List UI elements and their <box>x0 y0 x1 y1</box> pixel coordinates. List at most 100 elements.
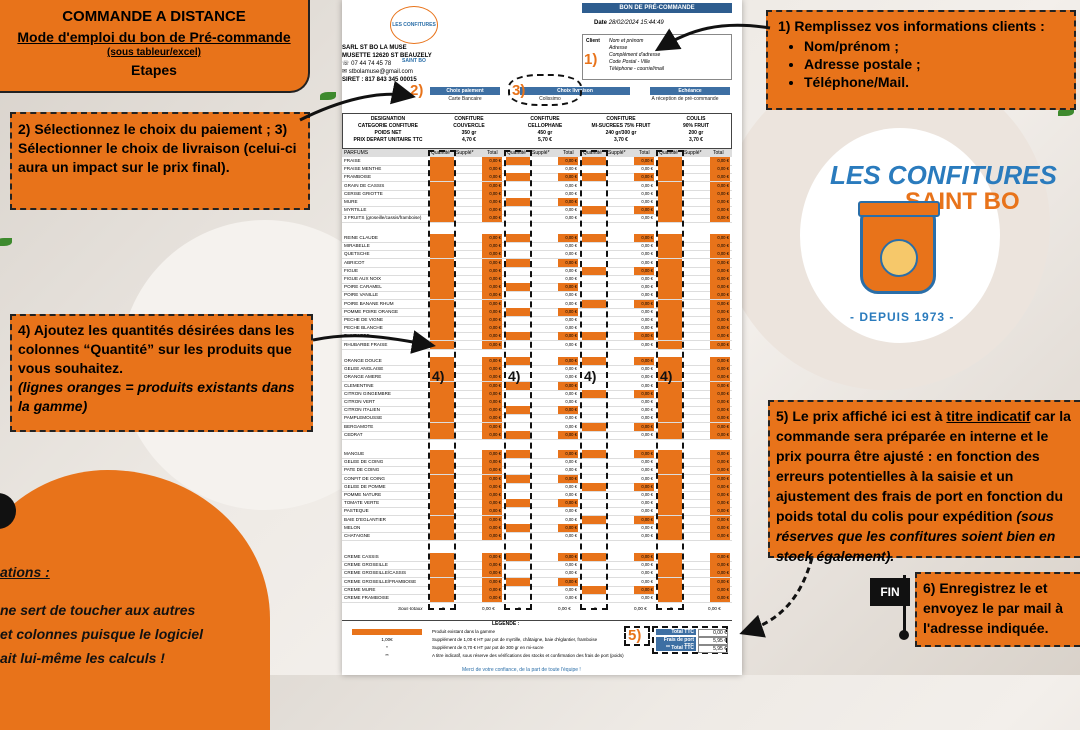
quantity-cell[interactable] <box>506 577 530 586</box>
quantity-cell[interactable] <box>658 569 682 578</box>
quantity-cell[interactable] <box>582 206 606 215</box>
quantity-cell[interactable] <box>430 482 454 491</box>
quantity-cell[interactable] <box>658 577 682 586</box>
quantity-cell[interactable] <box>582 450 606 458</box>
quantity-cell[interactable] <box>658 365 682 374</box>
quantity-cell[interactable] <box>658 250 682 259</box>
quantity-cell[interactable] <box>506 523 530 532</box>
quantity-cell[interactable] <box>506 406 530 415</box>
quantity-cell[interactable] <box>658 507 682 516</box>
quantity-cell[interactable] <box>430 381 454 390</box>
quantity-cell[interactable] <box>430 507 454 516</box>
quantity-cell[interactable] <box>430 373 454 382</box>
quantity-cell[interactable] <box>430 499 454 508</box>
quantity-cell[interactable] <box>506 474 530 483</box>
quantity-cell[interactable] <box>658 275 682 283</box>
quantity-cell[interactable] <box>658 307 682 316</box>
quantity-cell[interactable] <box>658 406 682 415</box>
client-info-box[interactable]: Client Nom et prénom Adresse Complément … <box>582 34 732 80</box>
quantity-cell[interactable] <box>658 283 682 292</box>
quantity-cell[interactable] <box>430 523 454 532</box>
quantity-cell[interactable] <box>582 422 606 431</box>
quantity-cell[interactable] <box>658 398 682 406</box>
quantity-cell[interactable] <box>658 553 682 561</box>
quantity-cell[interactable] <box>658 523 682 532</box>
quantity-cell[interactable] <box>430 398 454 406</box>
quantity-cell[interactable] <box>658 173 682 182</box>
quantity-cell[interactable] <box>430 406 454 415</box>
quantity-cell[interactable] <box>430 324 454 333</box>
quantity-cell[interactable] <box>430 430 454 439</box>
quantity-cell[interactable] <box>658 357 682 365</box>
quantity-cell[interactable] <box>658 165 682 174</box>
quantity-cell[interactable] <box>430 594 454 602</box>
quantity-cell[interactable] <box>658 324 682 333</box>
quantity-cell[interactable] <box>658 291 682 300</box>
quantity-cell[interactable] <box>430 474 454 483</box>
quantity-cell[interactable] <box>430 450 454 458</box>
quantity-cell[interactable] <box>430 165 454 174</box>
quantity-cell[interactable] <box>658 381 682 390</box>
quantity-cell[interactable] <box>658 242 682 251</box>
quantity-cell[interactable] <box>658 561 682 570</box>
quantity-cell[interactable] <box>430 561 454 570</box>
quantity-cell[interactable] <box>658 258 682 267</box>
quantity-cell[interactable] <box>430 332 454 341</box>
quantity-cell[interactable] <box>430 283 454 292</box>
quantity-cell[interactable] <box>658 532 682 540</box>
quantity-cell[interactable] <box>658 585 682 594</box>
quantity-cell[interactable] <box>658 340 682 349</box>
quantity-cell[interactable] <box>658 198 682 206</box>
quantity-cell[interactable] <box>430 532 454 540</box>
quantity-cell[interactable] <box>506 307 530 316</box>
quantity-cell[interactable] <box>582 553 606 561</box>
quantity-cell[interactable] <box>430 291 454 300</box>
quantity-cell[interactable] <box>658 266 682 275</box>
quantity-cell[interactable] <box>430 198 454 206</box>
quantity-cell[interactable] <box>658 234 682 242</box>
quantity-cell[interactable] <box>658 458 682 467</box>
quantity-cell[interactable] <box>658 299 682 308</box>
quantity-cell[interactable] <box>506 450 530 458</box>
quantity-cell[interactable] <box>506 283 530 292</box>
quantity-cell[interactable] <box>430 365 454 374</box>
quantity-cell[interactable] <box>430 357 454 365</box>
quantity-cell[interactable] <box>430 275 454 283</box>
quantity-cell[interactable] <box>582 357 606 365</box>
quantity-cell[interactable] <box>658 316 682 324</box>
quantity-cell[interactable] <box>506 173 530 182</box>
quantity-cell[interactable] <box>430 569 454 578</box>
quantity-cell[interactable] <box>506 258 530 267</box>
quantity-cell[interactable] <box>430 258 454 267</box>
quantity-cell[interactable] <box>658 499 682 508</box>
quantity-cell[interactable] <box>582 157 606 165</box>
quantity-cell[interactable] <box>658 181 682 190</box>
quantity-cell[interactable] <box>430 206 454 215</box>
quantity-cell[interactable] <box>430 577 454 586</box>
quantity-cell[interactable] <box>430 316 454 324</box>
quantity-cell[interactable] <box>430 157 454 165</box>
quantity-cell[interactable] <box>430 299 454 308</box>
quantity-cell[interactable] <box>430 266 454 275</box>
quantity-cell[interactable] <box>582 585 606 594</box>
quantity-cell[interactable] <box>658 482 682 491</box>
quantity-cell[interactable] <box>582 515 606 524</box>
quantity-cell[interactable] <box>658 157 682 165</box>
quantity-cell[interactable] <box>658 189 682 198</box>
quantity-cell[interactable] <box>658 414 682 423</box>
quantity-cell[interactable] <box>430 181 454 190</box>
quantity-cell[interactable] <box>506 332 530 341</box>
quantity-cell[interactable] <box>658 332 682 341</box>
quantity-cell[interactable] <box>658 373 682 382</box>
quantity-cell[interactable] <box>506 430 530 439</box>
quantity-cell[interactable] <box>430 491 454 499</box>
quantity-cell[interactable] <box>430 466 454 475</box>
quantity-cell[interactable] <box>658 466 682 475</box>
quantity-cell[interactable] <box>658 389 682 398</box>
quantity-cell[interactable] <box>430 585 454 594</box>
pay-select[interactable]: Carte Bancaire <box>448 96 482 102</box>
quantity-cell[interactable] <box>430 214 454 223</box>
quantity-cell[interactable] <box>658 450 682 458</box>
quantity-cell[interactable] <box>582 234 606 242</box>
quantity-cell[interactable] <box>658 594 682 602</box>
